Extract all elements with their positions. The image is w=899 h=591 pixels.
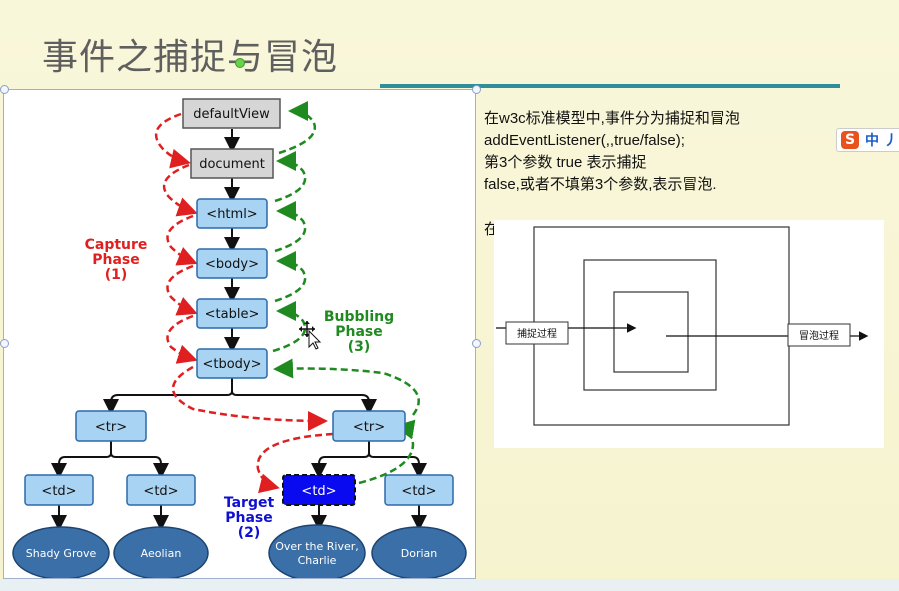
node-label: <tr> [95,420,127,435]
node-td-1: <td> [24,474,94,506]
phase-label: (3) [348,339,371,355]
node-label: <table> [205,307,260,322]
inner-box [613,291,689,373]
description-line: false,或者不填第3个参数,表示冒泡. [484,176,717,193]
leaf-label: Dorian [401,547,438,560]
phase-label: Phase [225,510,273,526]
bubbling-phase-label: Bubbling Phase (3) [324,309,394,355]
rotate-handle[interactable] [235,58,245,68]
bubble-process-label: 冒泡过程 [799,329,839,342]
phase-label: (1) [105,267,128,283]
capture-process-label: 捕捉过程 [517,327,557,340]
node-body: <body> [196,248,268,279]
title-rule [380,84,840,88]
capture-process-box [505,321,569,345]
bubble-process-box [787,323,851,347]
node-label: <body> [205,257,259,272]
node-label: defaultView [193,107,270,122]
node-label: <tr> [353,420,385,435]
dom-event-flow-diagram[interactable]: defaultView document <html> <body> <tabl… [3,89,476,582]
slide-title: 事件之捕捉与冒泡 [42,37,339,78]
resize-handle[interactable] [472,85,481,94]
leaf-shady-grove: Shady Grove [12,526,110,580]
leaf-label: Aeolian [141,547,182,560]
phase-label: Capture [85,237,148,253]
capture-arrows [154,112,334,494]
capture-phase-label: Capture Phase (1) [85,237,148,283]
node-tbody: <tbody> [196,348,268,379]
leaf-label: Over the River, [275,540,359,553]
bubbling-arrows [272,101,420,485]
node-td-2: <td> [126,474,196,506]
node-defaultview: defaultView [182,98,281,129]
resize-handle[interactable] [0,339,9,348]
resize-handle[interactable] [472,339,481,348]
sogou-s-icon[interactable]: S [841,131,859,149]
resize-handle[interactable] [0,85,9,94]
node-label: <td> [301,484,336,499]
box-diagram-svg: 捕捉过程 冒泡过程 [496,226,869,426]
ime-label[interactable]: 中 丿 [865,133,898,149]
middle-box [583,259,717,391]
phase-label: Phase [92,252,140,268]
node-td-4: <td> [384,474,454,506]
description-line: 第3个参数 true 表示捕捉 [484,154,647,171]
node-label: <tbody> [202,357,261,372]
tree-connectors [51,129,427,531]
node-table: <table> [196,298,268,329]
node-tr-right: <tr> [332,410,406,442]
dom-tree-svg: defaultView document <html> <body> <tabl… [12,98,467,582]
target-phase-label: Target Phase (2) [224,495,275,541]
description-text: 在w3c标准模型中,事件分为捕捉和冒泡 addEventListener(,,t… [484,108,740,196]
node-tr-left: <tr> [75,410,147,442]
phase-label: Bubbling [324,309,394,325]
node-label: document [199,157,265,172]
description-line: 在w3c标准模型中,事件分为捕捉和冒泡 [484,110,740,127]
phase-label: (2) [238,525,261,541]
node-label: <html> [206,207,257,222]
phase-label: Phase [335,324,383,340]
ime-toolbar[interactable]: S 中 丿 [836,128,899,152]
move-cursor-icon [299,321,322,350]
node-label: <td> [41,484,76,499]
selection-frame[interactable] [3,89,476,579]
node-label: <td> [401,484,436,499]
bottom-strip [0,579,899,591]
leaf-over-the-river: Over the River, Charlie [268,524,366,582]
node-label: <td> [143,484,178,499]
node-document: document [190,148,274,179]
phase-label: Target [224,495,275,511]
leaf-label: Shady Grove [26,547,97,560]
description-line: addEventListener(,,true/false); [484,132,685,149]
node-td-target: <td> [282,474,356,506]
leaf-label: Charlie [298,554,337,567]
node-html: <html> [196,198,268,229]
capture-bubble-box-diagram: 捕捉过程 冒泡过程 [494,220,884,448]
outer-box [533,226,790,426]
